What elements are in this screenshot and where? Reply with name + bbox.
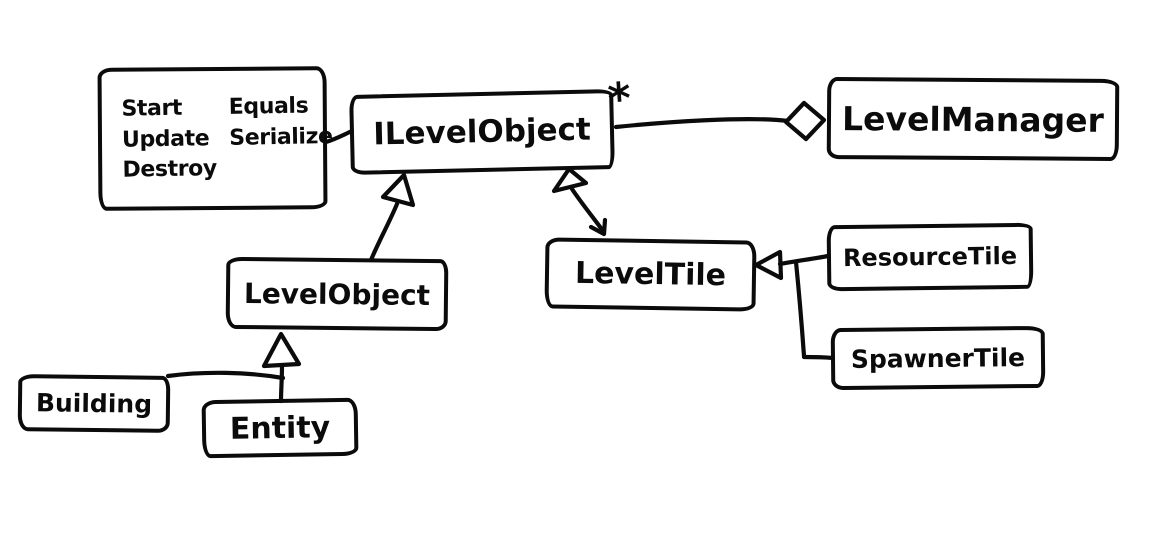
- method-label-start: Start: [121, 95, 183, 122]
- class-box-resourcetile: ResourceTile: [826, 222, 1034, 292]
- building-inheritance-line: [165, 370, 286, 381]
- class-box-building: Building: [17, 374, 171, 433]
- leveltile-line-end-arrow-icon: [588, 217, 608, 237]
- entity-inheritance-line: [278, 363, 285, 404]
- inheritance-triangle-icon-leveltile-children: [753, 249, 784, 281]
- resourcetile-inheritance-line: [777, 253, 831, 267]
- spawnertile-inheritance-line: [801, 354, 836, 361]
- leveltile-inheritance-line: [569, 186, 606, 234]
- class-box-leveltile: LevelTile: [544, 237, 757, 312]
- class-label-ilevelobject: ILevelObject: [372, 111, 592, 153]
- inheritance-triangle-icon-leveltile: [551, 166, 589, 194]
- aggregation-line: [613, 117, 791, 130]
- method-label-equals: Equals: [228, 93, 309, 120]
- aggregation-diamond-icon: [783, 100, 827, 142]
- class-label-building: Building: [35, 388, 153, 419]
- tiles-junction-vertical-line: [793, 259, 807, 359]
- class-box-spawnertile: SpawnerTile: [830, 325, 1046, 391]
- method-label-update: Update: [121, 125, 210, 153]
- class-label-spawnertile: SpawnerTile: [850, 342, 1026, 374]
- class-label-resourcetile: ResourceTile: [842, 241, 1018, 273]
- class-label-leveltile: LevelTile: [574, 255, 727, 294]
- class-box-levelobject: LevelObject: [225, 256, 449, 332]
- class-label-levelobject: LevelObject: [243, 276, 431, 312]
- class-box-ilevelobject: ILevelObject: [349, 89, 615, 175]
- method-label-destroy: Destroy: [122, 156, 218, 184]
- class-label-entity: Entity: [229, 409, 331, 447]
- inheritance-triangle-icon-levelobject-children: [261, 331, 302, 369]
- aggregation-multiplicity-label: *: [606, 73, 633, 126]
- method-list: Start Equals Update Serialize Destroy: [121, 91, 333, 186]
- levelobject-inheritance-line: [368, 201, 400, 263]
- class-box-entity: Entity: [201, 397, 359, 459]
- class-box-levelmanager: LevelManager: [826, 76, 1120, 162]
- inheritance-triangle-icon-levelobject: [380, 172, 416, 208]
- ilevelobject-methods-note-box: Start Equals Update Serialize Destroy: [97, 66, 333, 211]
- method-label-serialize: Serialize: [229, 123, 333, 151]
- class-label-levelmanager: LevelManager: [841, 98, 1105, 140]
